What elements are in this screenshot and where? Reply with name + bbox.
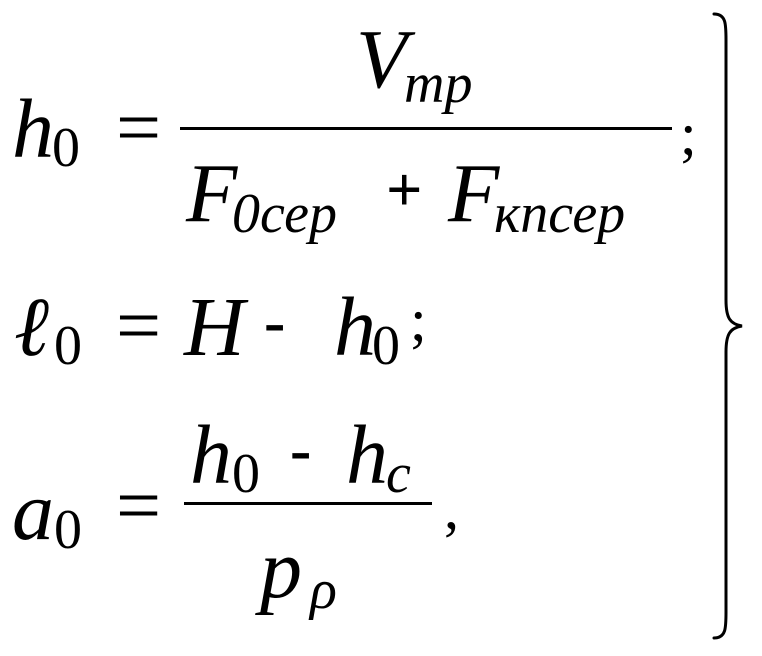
eq1-end: ; [680,101,697,167]
eq2-lhs-sub: 0 [54,315,82,377]
eq3-den-var: p [260,523,302,616]
eq2-equals: = [116,282,162,370]
right-brace-icon [712,12,743,640]
eq1-num-var: V [356,13,408,106]
eq3-equals: = [116,462,162,550]
eq2-var-h: h [334,281,376,374]
eq1-den-var2: F [448,147,500,240]
eq1-den-sub1: 0сер [232,183,337,245]
eq2-lhs-var: ℓ [14,281,49,374]
eq2-var-h-big: H [184,281,245,374]
eq1-equals: = [116,84,162,172]
eq1-lhs-sub: 0 [52,117,80,179]
eq2-var-h-sub: 0 [372,315,400,377]
eq1-num-sub: тр [404,53,473,115]
eq3-num-sub1: 0 [232,443,260,505]
eq3-num-sub2: c [386,443,411,505]
eq1-den-sub2: кпсер [494,183,626,245]
eq1-den-var1: F [186,147,238,240]
eq2-minus: - [264,286,286,357]
eq3-end: , [444,475,459,541]
eq1-plus: + [386,154,423,225]
eq3-lhs-var: a [12,465,54,558]
eq3-den-sub: ρ [310,559,337,621]
eq1-lhs-var: h [12,83,54,176]
eq3-lhs-sub: 0 [54,499,82,561]
eq3-fraction-bar [184,502,432,505]
eq3-num-var1: h [190,409,232,502]
eq3-num-var2: h [346,409,388,502]
eq1-fraction-bar [180,127,672,130]
eq2-end: ; [410,287,427,353]
eq3-minus: - [290,414,312,485]
